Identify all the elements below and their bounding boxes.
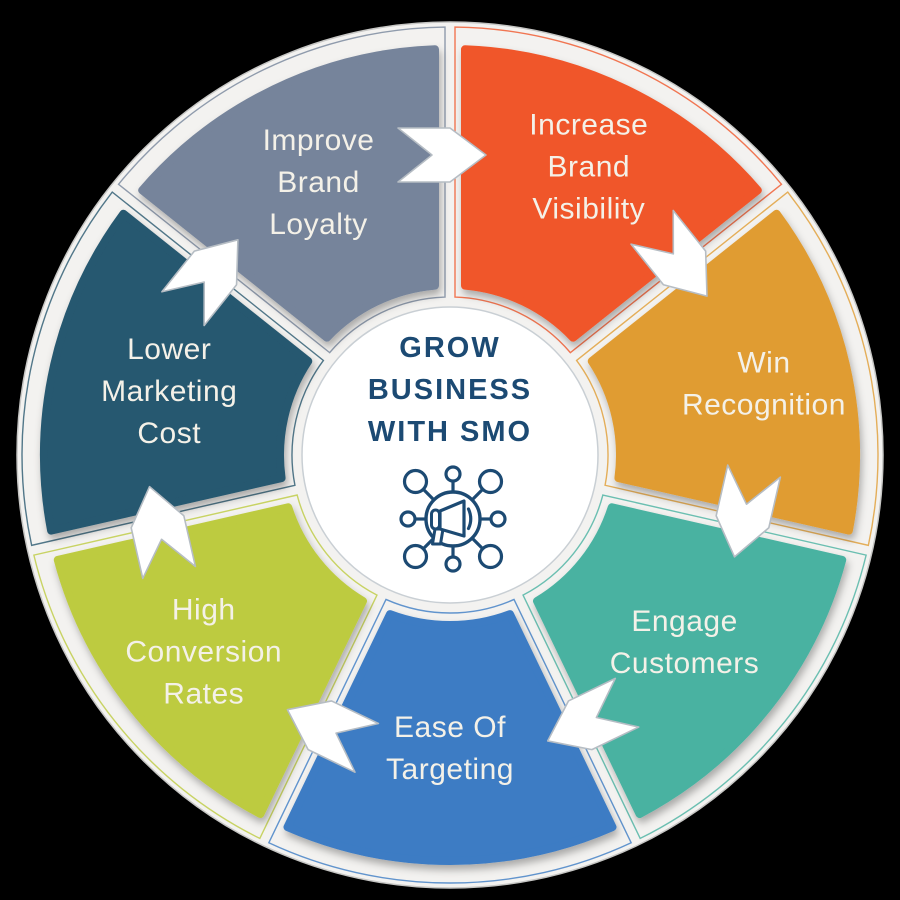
segment-echo-outline-engage-customers: [522, 494, 867, 840]
segment-echo-outline-increase-brand-visibility: [454, 26, 783, 354]
segment-label-line: Loyalty: [269, 208, 368, 241]
megaphone-network-icon: [399, 465, 507, 573]
segment-label-line: Lower: [127, 333, 211, 366]
clockwise-arrow-icon: [546, 677, 640, 751]
segment-label-line: Win: [737, 346, 790, 379]
segment-label-line: Ease Of: [394, 711, 506, 744]
clockwise-arrow-icon: [161, 239, 239, 327]
megaphone-sound-wave: [466, 507, 473, 531]
segment-win-recognition: [587, 209, 860, 535]
segment-echo-outline-lower-marketing-cost: [21, 191, 325, 547]
segment-label-line: Visibility: [532, 193, 645, 226]
segment-lower-marketing-cost: [40, 209, 313, 535]
segment-label-line: Brand: [277, 166, 360, 199]
segment-increase-brand-visibility: [461, 45, 762, 342]
segment-echo-outline-improve-brand-loyalty: [117, 26, 446, 354]
megaphone-handle: [431, 527, 445, 546]
segment-echo-outline-win-recognition: [575, 191, 879, 547]
segment-ease-of-targeting: [283, 610, 617, 865]
segment-label-line: Recognition: [682, 388, 846, 421]
network-node-circle: [477, 543, 504, 570]
segment-label-line: High: [172, 593, 236, 626]
segment-label-line: Customers: [610, 647, 760, 680]
segment-label-line: Engage: [631, 605, 737, 638]
clockwise-arrow-icon: [630, 209, 708, 297]
diagram-title-line: BUSINESS: [368, 374, 532, 406]
clockwise-arrow-icon: [286, 700, 380, 773]
center-circle: [301, 306, 599, 604]
clockwise-arrow-icon: [715, 464, 782, 558]
network-node-circle: [402, 468, 429, 495]
network-node-circle: [444, 555, 462, 573]
megaphone-mouthpiece: [430, 508, 441, 531]
segment-echo-outline-ease-of-targeting: [267, 598, 633, 884]
segment-label-line: Rates: [163, 677, 244, 710]
segment-improve-brand-loyalty: [138, 45, 439, 342]
diagram-title: GROW BUSINESS WITH SMO: [368, 332, 532, 448]
clockwise-arrow-icon: [130, 485, 197, 580]
segment-high-conversion-rates: [53, 503, 368, 819]
network-node-circle: [489, 510, 507, 528]
diagram-title-line: WITH SMO: [368, 416, 532, 448]
segment-label-line: Conversion: [125, 635, 282, 668]
segment-label-line: Improve: [263, 124, 375, 157]
segment-label-line: Targeting: [386, 753, 514, 786]
network-node-circle: [399, 510, 417, 528]
segment-label-line: Marketing: [101, 375, 237, 408]
network-node-circle: [402, 543, 429, 570]
segment-label-line: Increase: [529, 109, 648, 142]
network-node-circle: [444, 465, 462, 483]
diagram-title-line: GROW: [399, 332, 500, 364]
segment-label-line: Brand: [548, 151, 631, 184]
segment-echo-outline-high-conversion-rates: [33, 494, 378, 840]
segment-label-line: Cost: [137, 417, 201, 450]
segment-label-ease-of-targeting: Ease Of Targeting: [386, 711, 514, 786]
network-node-circle: [477, 468, 504, 495]
clockwise-arrow-icon: [397, 127, 487, 183]
